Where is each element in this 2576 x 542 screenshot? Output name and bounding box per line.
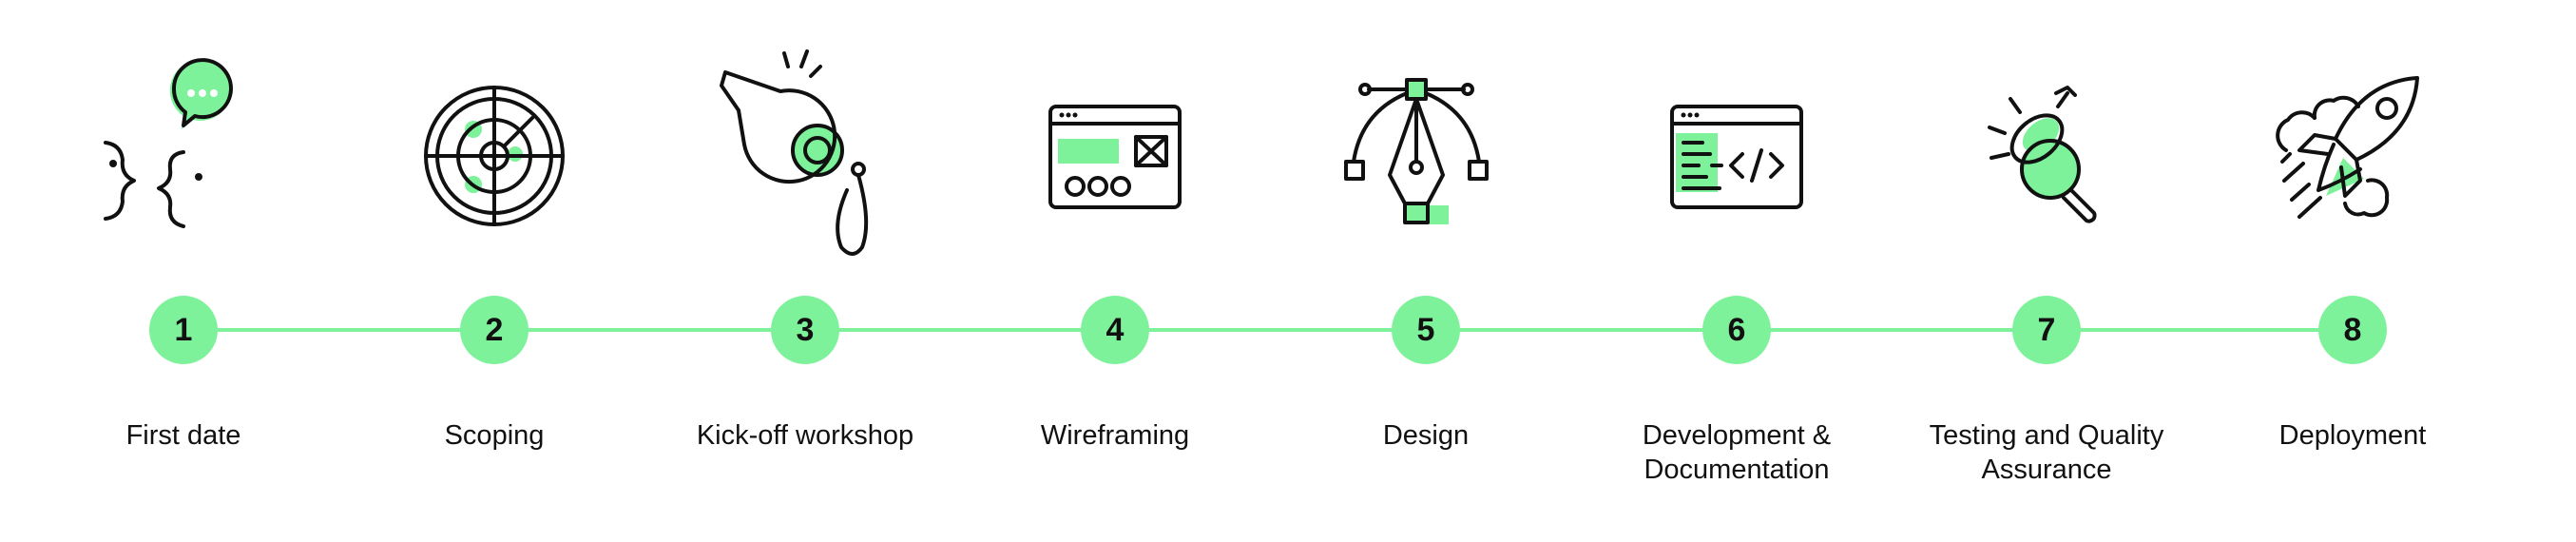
step-label: Wireframing — [1040, 420, 1190, 451]
timeline-step-6: 6 Development & Documentation — [1594, 0, 1879, 542]
step-number-badge: 8 — [2318, 296, 2387, 364]
step-number-badge: 5 — [1392, 296, 1460, 364]
step-label: First date — [125, 420, 241, 451]
timeline-step-2: 2 Scoping — [352, 0, 637, 542]
step-number-badge: 2 — [460, 296, 529, 364]
timeline-step-1: 1 First date — [41, 0, 326, 542]
timeline-step-4: 4 Wireframing — [972, 0, 1258, 542]
code-window-icon — [1661, 38, 1813, 266]
timeline-step-8: 8 Deployment — [2210, 0, 2495, 542]
step-number-badge: 3 — [771, 296, 839, 364]
whistle-icon — [720, 38, 881, 266]
step-label: Kick-off workshop — [696, 420, 914, 451]
timeline-connector-line — [183, 328, 2353, 332]
rocket-icon — [2276, 38, 2429, 266]
radar-icon — [418, 38, 570, 266]
step-label: Development & Documentation — [1642, 420, 1832, 485]
conversation-faces-icon — [104, 38, 260, 266]
step-label: Deployment — [2278, 420, 2427, 451]
step-label: Scoping — [444, 420, 545, 451]
timeline-step-3: 3 Kick-off workshop — [663, 0, 948, 542]
step-number-badge: 6 — [1702, 296, 1771, 364]
bug-magnifier-icon — [1970, 38, 2123, 266]
step-number-badge: 4 — [1081, 296, 1149, 364]
step-label: Testing and Quality Assurance — [1929, 420, 2164, 485]
wireframe-window-icon — [1039, 38, 1191, 266]
timeline-step-5: 5 Design — [1283, 0, 1568, 542]
step-label: Design — [1382, 420, 1470, 451]
step-number-badge: 7 — [2012, 296, 2081, 364]
step-number-badge: 1 — [149, 296, 218, 364]
pen-tool-icon — [1344, 38, 1502, 266]
timeline-step-7: 7 Testing and Quality Assurance — [1904, 0, 2189, 542]
